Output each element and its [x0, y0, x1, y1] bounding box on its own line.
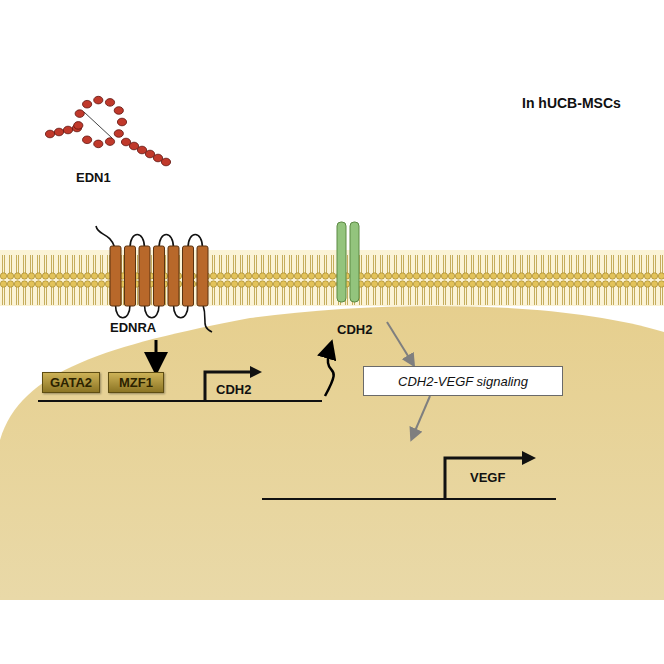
lipid-bilayer [0, 250, 664, 306]
receptor-tail [96, 226, 115, 248]
amino-acid-bead [137, 146, 146, 154]
receptor-helix [197, 246, 208, 306]
receptor-loop [145, 305, 160, 318]
node-label: CDH2 [216, 382, 251, 397]
receptor-helix [168, 246, 179, 306]
receptor-loop [174, 305, 189, 318]
promoter-arrow [205, 372, 252, 401]
amino-acid-bead [129, 142, 138, 150]
cadherin-rod [350, 222, 359, 302]
node-label: VEGF [470, 470, 505, 485]
amino-acid-bead [105, 99, 114, 107]
receptor-helix [154, 246, 165, 306]
receptor-tail [203, 305, 212, 332]
amino-acid-bead [83, 136, 92, 144]
arrowhead [522, 451, 536, 465]
arrow-connector [325, 344, 334, 396]
dna-line [38, 400, 322, 402]
cadherin-rod [337, 222, 346, 302]
arrow-connector [387, 322, 413, 364]
promoter-arrow [445, 458, 524, 499]
arrow-connector [155, 340, 158, 370]
amino-acid-bead [75, 110, 84, 118]
amino-acid-bead [74, 122, 83, 130]
gene: VEGF [400, 440, 560, 498]
molecule-label: EDN1 [76, 170, 111, 185]
amino-acid-bead [63, 126, 72, 134]
amino-acid-bead [114, 107, 123, 115]
node-label: CDH2 [337, 322, 372, 337]
amino-acid-bead [161, 158, 170, 166]
pathway-box: CDH2-VEGF signaling [363, 366, 563, 396]
cytoplasm [0, 306, 664, 600]
receptor-helix [183, 246, 194, 306]
disulfide-bond [84, 112, 112, 138]
amino-acid-bead [54, 128, 63, 136]
panel-title: In hUCB-MSCs [522, 95, 621, 111]
amino-acid-bead [114, 130, 123, 138]
amino-acid-bead [105, 138, 114, 146]
receptor-symbol [96, 226, 212, 332]
dna-line [262, 498, 556, 500]
amino-acid-bead [145, 150, 154, 158]
gene: CDH2 [200, 364, 325, 402]
amino-acid-bead [94, 140, 103, 148]
receptor-helix [125, 246, 136, 306]
membrane-core [0, 250, 664, 306]
node-label: MZF1 [119, 375, 153, 390]
membrane-protein: CDH2 [325, 220, 387, 342]
node-label: CDH2-VEGF signaling [398, 374, 528, 389]
receptor: EDNRA [100, 232, 212, 340]
receptor-helix [110, 246, 121, 306]
amino-acid-bead [117, 118, 126, 126]
receptor-loop [116, 305, 131, 318]
peptide-chain [45, 96, 170, 166]
amino-acid-bead [121, 138, 130, 146]
amino-acid-bead [45, 130, 54, 138]
arrow-connector [412, 396, 430, 438]
node-label: GATA2 [50, 375, 92, 390]
arrowhead [250, 366, 262, 378]
amino-acid-bead [153, 154, 162, 162]
amino-acid-bead [94, 96, 103, 104]
transcription-factor-box: GATA2 [42, 372, 100, 393]
transcription-factor-box: MZF1 [108, 372, 164, 393]
receptor-helix [139, 246, 150, 306]
node-label: EDNRA [110, 320, 156, 335]
amino-acid-bead [83, 100, 92, 108]
